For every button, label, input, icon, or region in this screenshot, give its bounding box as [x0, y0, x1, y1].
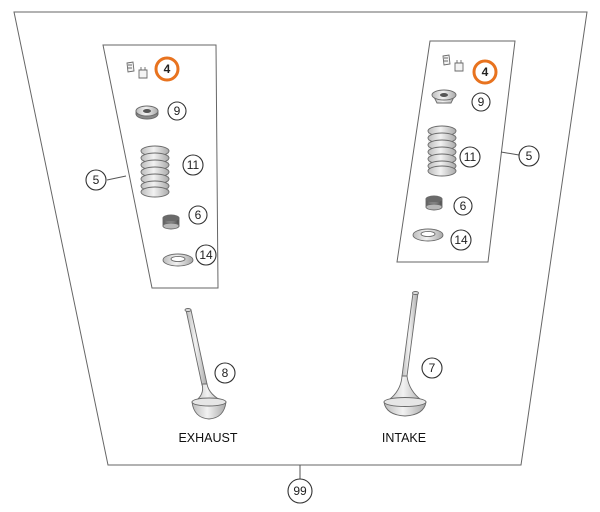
callout-right-11[interactable]: 11 [459, 146, 481, 168]
left-valve-keepers [126, 61, 148, 79]
svg-text:8: 8 [222, 366, 229, 380]
callout-right-5[interactable]: 5 [518, 145, 540, 167]
left-valve-spring [140, 145, 170, 198]
svg-text:7: 7 [429, 361, 436, 375]
callout-exhaust-valve-8[interactable]: 8 [214, 362, 236, 384]
svg-text:6: 6 [460, 199, 467, 213]
svg-text:11: 11 [464, 150, 477, 164]
callout-left-6[interactable]: 6 [188, 205, 208, 225]
svg-text:9: 9 [478, 95, 485, 109]
right-spring-retainer [431, 89, 457, 104]
callout-left-14[interactable]: 14 [195, 244, 217, 266]
callout-assembly-99[interactable]: 99 [287, 478, 313, 504]
callout-left-4[interactable]: 4 [154, 56, 180, 82]
svg-text:14: 14 [199, 248, 213, 262]
left-panel-leader-line [106, 175, 127, 181]
callout-right-14[interactable]: 14 [450, 229, 472, 251]
svg-text:9: 9 [174, 104, 181, 118]
intake-valve [383, 291, 427, 417]
intake-label: INTAKE [382, 431, 426, 445]
left-spring-retainer [135, 105, 159, 120]
right-valve-keepers [442, 54, 464, 72]
callout-right-6[interactable]: 6 [453, 196, 473, 216]
callout-intake-valve-7[interactable]: 7 [421, 357, 443, 379]
svg-text:99: 99 [293, 484, 307, 498]
svg-text:14: 14 [454, 233, 468, 247]
callout-left-11[interactable]: 11 [182, 154, 204, 176]
exhaust-valve [184, 308, 227, 420]
svg-text:6: 6 [195, 208, 202, 222]
left-valve-stem-seal [162, 214, 180, 230]
callout-left-5[interactable]: 5 [85, 169, 107, 191]
svg-text:4: 4 [482, 65, 489, 79]
callout-left-9[interactable]: 9 [167, 101, 187, 121]
right-spring-seat-washer [412, 228, 444, 242]
right-valve-stem-seal [425, 195, 443, 211]
exhaust-label: EXHAUST [178, 431, 237, 445]
svg-text:11: 11 [187, 158, 200, 172]
svg-text:5: 5 [93, 173, 100, 187]
left-spring-seat-washer [162, 253, 194, 267]
right-valve-spring [427, 125, 457, 177]
right-panel-leader-line [500, 151, 520, 156]
svg-text:4: 4 [164, 62, 171, 76]
callout-right-4[interactable]: 4 [472, 59, 498, 85]
svg-text:5: 5 [526, 149, 533, 163]
callout-right-9[interactable]: 9 [471, 92, 491, 112]
